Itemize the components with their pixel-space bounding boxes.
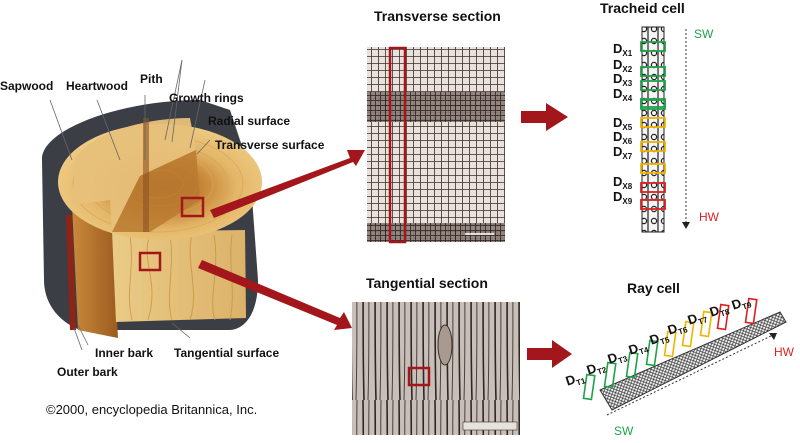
ray-measure-box-t1 xyxy=(582,373,596,401)
arrow-to-tangential xyxy=(198,260,352,330)
tracheid-boxes xyxy=(640,41,666,210)
ray-measure-box-t8 xyxy=(716,303,730,331)
tracheid-label-x2: DX2 xyxy=(613,57,633,74)
label-radial-surface: Radial surface xyxy=(208,114,291,128)
radial-face xyxy=(72,200,118,338)
label-sapwood: Sapwood xyxy=(0,79,54,93)
ray-cell-title: Ray cell xyxy=(627,280,680,296)
transverse-selection-box xyxy=(388,46,407,244)
ray-sw-label: SW xyxy=(614,424,634,438)
tracheid-measure-box-x9 xyxy=(640,199,666,210)
copyright-credit: ©2000, encyclopedia Britannica, Inc. xyxy=(46,402,258,417)
ray-boxes xyxy=(582,297,758,401)
tracheid-measure-box-extra xyxy=(640,98,666,108)
tangential-selection-box xyxy=(407,366,431,387)
tracheid-label-x3: DX3 xyxy=(613,71,633,88)
tracheid-label-x5: DX5 xyxy=(613,115,633,132)
ray-measure-box-t2 xyxy=(603,361,617,389)
tracheid-measure-box-x2 xyxy=(640,66,666,77)
tracheid-label-x6: DX6 xyxy=(613,129,633,146)
transverse-micrograph xyxy=(367,47,505,242)
tracheid-label-x9: DX9 xyxy=(613,189,633,206)
tracheid-label-x1: DX1 xyxy=(613,41,633,58)
tracheid-measure-box-x6 xyxy=(640,141,666,152)
ray-measure-box-t7 xyxy=(699,310,713,338)
arrow-to-tracheid xyxy=(521,103,568,131)
tangential-micrograph xyxy=(352,302,520,435)
tracheid-measure-box-x5 xyxy=(640,117,666,128)
tracheid-label-x8: DX8 xyxy=(613,174,633,191)
tangential-sample-box xyxy=(138,251,162,272)
label-tangential-surface: Tangential surface xyxy=(174,346,280,360)
transverse-section-title: Transverse section xyxy=(374,8,501,24)
label-growth-rings: Growth rings xyxy=(169,91,244,105)
tracheid-measure-box-x1 xyxy=(640,41,666,52)
ray-measure-box-t4 xyxy=(645,339,659,367)
ray-cell-body xyxy=(599,311,787,411)
ray-measure-box-t6 xyxy=(681,320,695,348)
tracheid-sw-label: SW xyxy=(694,27,714,41)
label-inner-bark: Inner bark xyxy=(95,346,154,360)
tracheid-cell-strip xyxy=(641,26,665,233)
transverse-sample-box xyxy=(180,196,205,218)
ray-hw-label: HW xyxy=(774,345,794,359)
inner-bark-strip xyxy=(66,215,76,330)
ray-measure-box-t3 xyxy=(625,351,639,379)
ray-direction-arrow xyxy=(606,333,776,416)
label-pith: Pith xyxy=(140,72,163,86)
label-outer-bark: Outer bark xyxy=(57,365,118,379)
tracheid-measure-box-x3 xyxy=(640,80,666,91)
label-heartwood: Heartwood xyxy=(66,79,129,93)
tracheid-measure-box-x7 xyxy=(640,163,666,174)
tracheid-label-x7: DX7 xyxy=(613,144,633,161)
arrow-to-transverse xyxy=(210,150,365,218)
tracheid-measure-box-x8 xyxy=(640,182,666,193)
cut-wedge xyxy=(72,118,196,232)
ray-measure-box-t5 xyxy=(663,330,677,358)
tracheid-label-x4: DX4 xyxy=(613,86,633,103)
tracheid-hw-label: HW xyxy=(699,210,719,224)
arrow-to-ray xyxy=(527,340,572,368)
label-transverse-surface: Transverse surface xyxy=(215,138,325,152)
leader-lines xyxy=(49,59,211,351)
tracheid-cell-title: Tracheid cell xyxy=(600,0,685,16)
ray-measure-box-t9 xyxy=(744,297,758,325)
tangential-section-title: Tangential section xyxy=(366,275,488,291)
